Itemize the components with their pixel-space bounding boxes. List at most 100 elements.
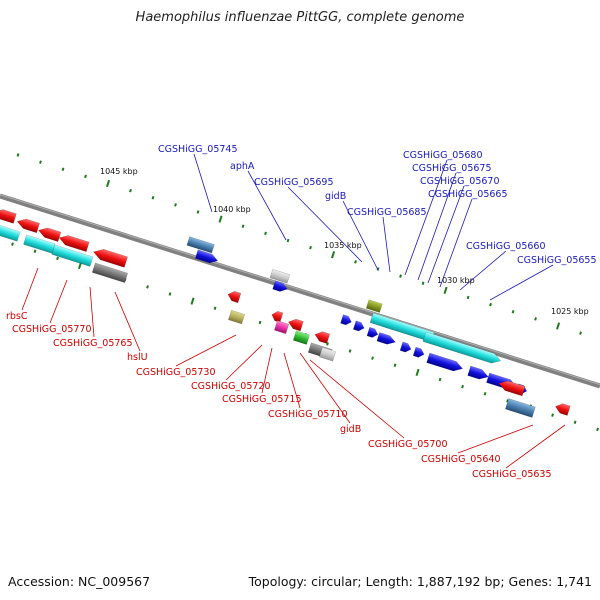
gene-feature-blue-a — [340, 314, 352, 326]
gene-feature-05700-silver — [319, 347, 337, 362]
gene-label-cgshigg-05765: CGSHiGG_05765 — [53, 338, 133, 349]
leader-line-top — [342, 200, 379, 271]
scale-label-1035: 1035 kbp — [324, 241, 362, 250]
scale-tick — [241, 224, 245, 228]
accession-text: Accession: NC_009567 — [8, 574, 151, 589]
gene-feature-hslu-gray — [91, 262, 129, 283]
scale-tick — [56, 256, 59, 261]
scale-label-1045: 1045 kbp — [100, 167, 138, 176]
scale-tick — [106, 179, 111, 188]
gene-feature-05710-green — [292, 330, 310, 345]
scale-tick — [348, 349, 352, 353]
leader-line-bottom — [505, 424, 566, 469]
gene-label-cgshigg-05745: CGSHiGG_05745 — [158, 144, 238, 155]
gene-feature-05695 — [365, 299, 383, 313]
scale-tick — [331, 251, 336, 259]
scale-tick — [511, 310, 515, 314]
scale-tick — [33, 249, 37, 253]
scale-tick — [61, 167, 65, 171]
leader-line-bottom — [21, 267, 39, 311]
scale-tick — [551, 413, 554, 417]
leader-line-top — [427, 185, 465, 284]
gene-label-cgshigg-05665: CGSHiGG_05665 — [428, 189, 508, 200]
scale-tick — [438, 377, 442, 382]
gene-label-cgshigg-05675: CGSHiGG_05675 — [412, 163, 492, 174]
gene-feature-cyan-2 — [23, 234, 56, 254]
scale-tick — [415, 368, 420, 377]
leader-line-top — [287, 186, 363, 263]
leader-line-top — [247, 170, 287, 241]
leader-line-bottom — [283, 352, 301, 409]
gene-feature-blue-h — [467, 365, 489, 380]
leader-line-bottom — [457, 424, 534, 454]
gene-label-gidb-bottom: gidB — [340, 424, 361, 435]
gene-feature-05745-steel — [186, 236, 215, 254]
scale-tick — [196, 210, 200, 214]
gene-label-cgshigg-05710: CGSHiGG_05710 — [268, 409, 348, 420]
scale-tick — [399, 274, 402, 278]
gene-feature-05720 — [271, 310, 284, 323]
gene-feature-05720-magenta — [274, 320, 290, 335]
scale-tick — [213, 306, 217, 310]
scale-tick — [596, 427, 599, 432]
gene-feature-05715 — [288, 318, 304, 332]
gene-feature-blue-c — [366, 326, 379, 338]
scale-tick — [264, 231, 267, 236]
gene-label-hslu: hslU — [127, 352, 148, 363]
gene-feature-05640-red — [498, 380, 526, 397]
scale-tick — [78, 261, 83, 270]
gene-label-cgshigg-05695: CGSHiGG_05695 — [254, 177, 334, 188]
leader-line-bottom — [114, 291, 141, 352]
scale-tick — [371, 356, 374, 360]
gene-label-cgshigg-05640: CGSHiGG_05640 — [421, 454, 501, 465]
gene-feature-cyan-3 — [51, 244, 94, 267]
scale-tick — [354, 260, 357, 264]
scale-tick — [16, 153, 20, 157]
gene-feature-05730-khaki — [228, 309, 246, 325]
gene-feature-blue-b — [352, 320, 365, 332]
scale-label-1040: 1040 kbp — [213, 205, 251, 214]
scale-tick — [84, 174, 87, 179]
leader-line-bottom — [309, 359, 405, 439]
scale-tick — [443, 286, 448, 295]
gene-feature-apha-blue — [272, 280, 288, 292]
gene-label-cgshigg-05660: CGSHiGG_05660 — [466, 241, 546, 252]
scale-tick — [11, 242, 14, 246]
scale-tick — [258, 320, 262, 325]
map-title: Haemophilus influenzae PittGG, complete … — [135, 10, 465, 25]
scale-tick — [174, 203, 177, 207]
genome-summary-text: Topology: circular; Length: 1,887,192 bp… — [248, 574, 592, 589]
gene-label-cgshigg-05635: CGSHiGG_05635 — [472, 469, 552, 480]
gene-label-gidb-top: gidB — [325, 191, 346, 202]
leader-line-bottom — [175, 334, 237, 367]
leader-line-bottom — [299, 352, 351, 424]
leader-line-bottom — [89, 286, 95, 338]
gene-label-apha: aphA — [230, 161, 255, 172]
scale-tick — [309, 245, 312, 250]
gene-label-cgshigg-05680: CGSHiGG_05680 — [403, 150, 483, 161]
leader-line-bottom — [49, 279, 68, 324]
scale-tick — [146, 285, 149, 289]
gene-label-cgshigg-05685: CGSHiGG_05685 — [347, 207, 427, 218]
gene-feature-05730 — [227, 291, 242, 304]
scale-tick — [393, 363, 397, 367]
leader-line-top — [439, 198, 473, 288]
scale-tick — [534, 317, 537, 321]
leader-line-top — [382, 216, 391, 273]
scale-tick — [573, 420, 577, 424]
gene-label-cgshigg-05720: CGSHiGG_05720 — [191, 381, 271, 392]
scale-tick — [556, 322, 561, 330]
label-leader-lines — [21, 153, 566, 469]
scale-tick — [466, 295, 470, 300]
scale-tick — [286, 238, 290, 243]
scale-tick — [421, 281, 425, 285]
gene-feature-red-4 — [58, 235, 90, 252]
gene-feature-cyan-1 — [0, 221, 21, 242]
gene-label-cgshigg-05700: CGSHiGG_05700 — [368, 439, 448, 450]
gene-feature-gidb-red — [314, 331, 331, 344]
leader-line-top — [489, 264, 554, 301]
scale-tick — [129, 188, 132, 193]
leader-line-top — [417, 172, 457, 281]
leader-line-top — [404, 159, 448, 276]
